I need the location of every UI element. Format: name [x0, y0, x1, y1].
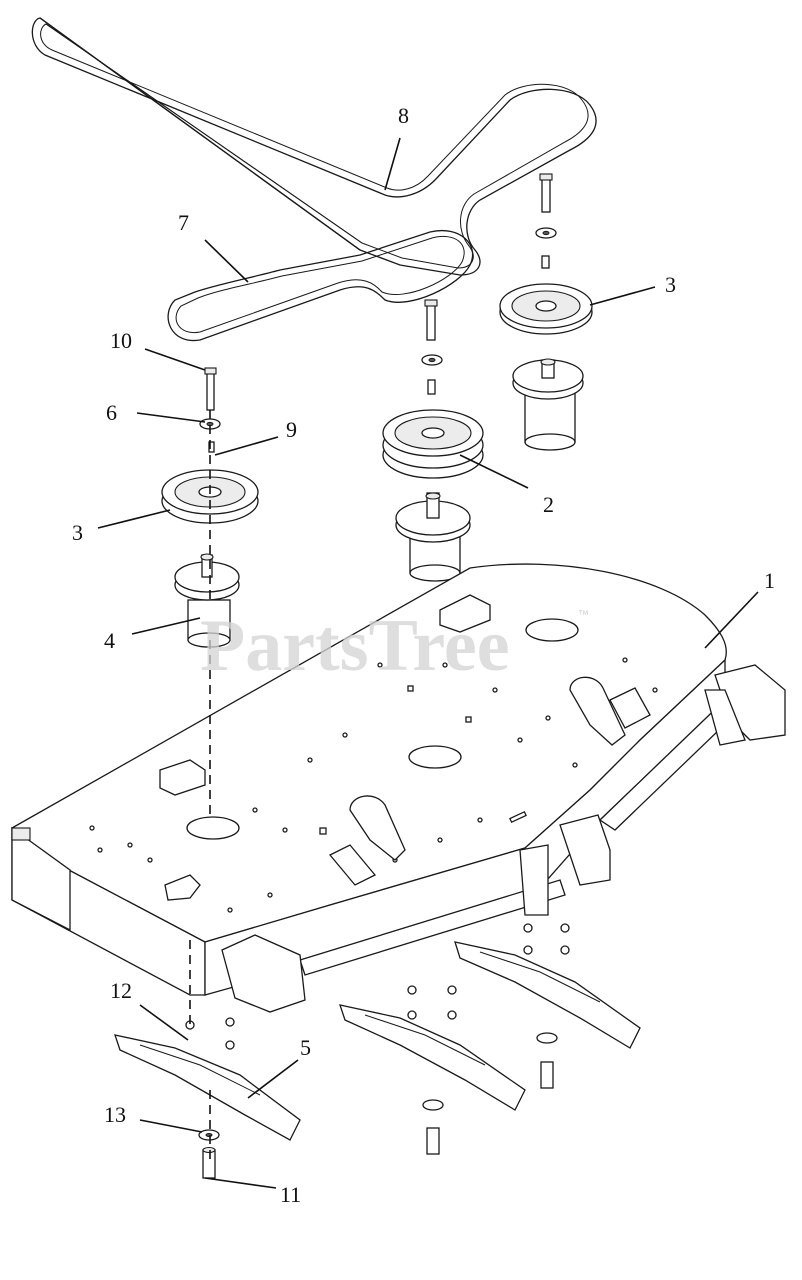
watermark-text: PartsTree: [200, 605, 510, 687]
callout-9: 9: [286, 417, 297, 442]
center-pulley-stack: [382, 299, 484, 582]
callout-4: 4: [104, 628, 115, 653]
right-pulley-stack: [499, 173, 593, 451]
left-pulley-stack: [161, 367, 259, 648]
callout-3-left: 3: [72, 520, 83, 545]
blade-right-5: [454, 941, 641, 1049]
callout-1: 1: [764, 568, 775, 593]
blade-left-5: [114, 1034, 301, 1141]
belt-8: [31, 17, 597, 276]
callouts: 1 2 3 3 4 5 6 7 8 9 10 11 12 13: [72, 103, 775, 1207]
watermark-tm: ™: [578, 609, 589, 621]
deck-brackets: [159, 594, 651, 901]
watermark: PartsTree ™: [200, 605, 589, 687]
callout-3-right: 3: [665, 272, 676, 297]
callout-13: 13: [104, 1102, 126, 1127]
callout-10: 10: [110, 328, 132, 353]
hardware: [185, 923, 570, 1179]
deck-holes: [89, 657, 658, 913]
mower-deck-1: [11, 563, 786, 1013]
leader-lines: [97, 137, 759, 1189]
callout-7: 7: [178, 210, 189, 235]
blade-center-5: [339, 1004, 526, 1111]
hitch-plates: [221, 664, 786, 1013]
callout-12: 12: [110, 978, 132, 1003]
callout-5: 5: [300, 1035, 311, 1060]
callout-2: 2: [543, 492, 554, 517]
belt-7: [167, 230, 474, 342]
callout-8: 8: [398, 103, 409, 128]
callout-6: 6: [106, 400, 117, 425]
assembly-axis: [189, 410, 211, 1165]
callout-11: 11: [280, 1182, 301, 1207]
